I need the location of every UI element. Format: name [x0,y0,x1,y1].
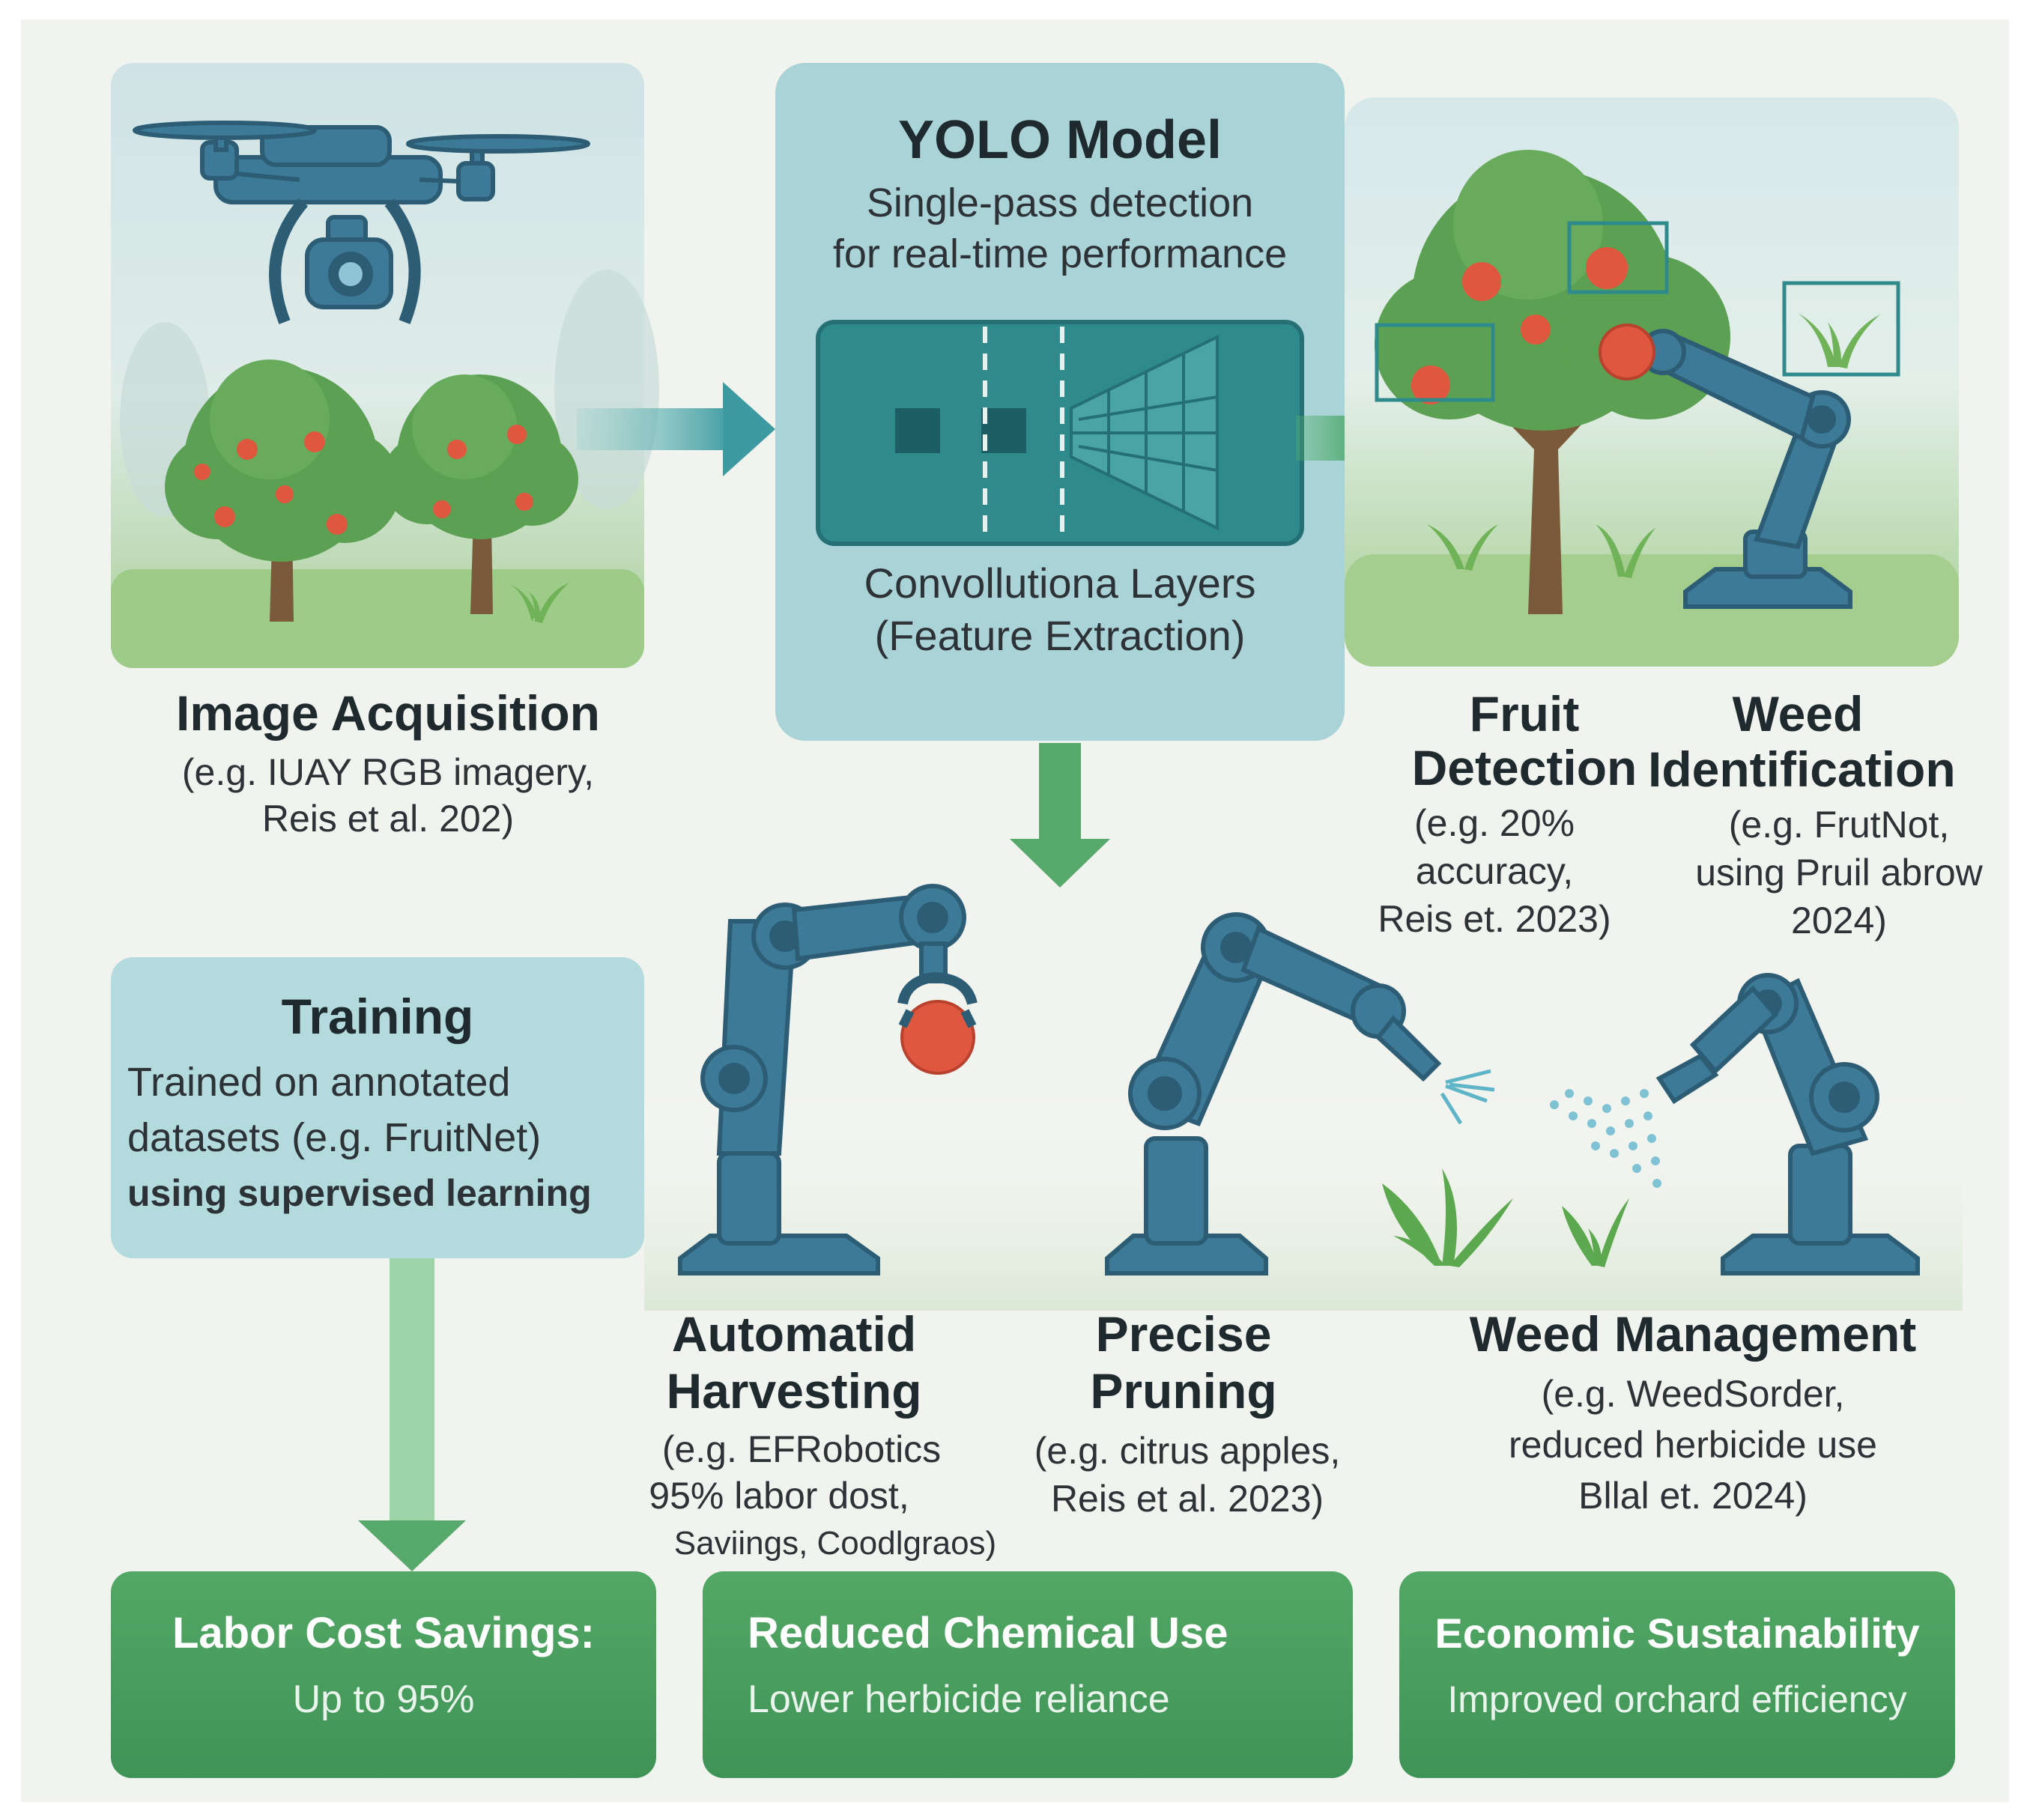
conv-layers-block [816,320,1304,546]
fruit-detection-detail-line1: (e.g. 20% [1414,802,1575,844]
sprayer-icon [1440,1069,1495,1125]
weed-management-title: Weed Management [1469,1306,1917,1362]
outcome-card-economic: Economic Sustainability Improved orchard… [1399,1571,1955,1778]
pruning-detail-line1: (e.g. citrus apples, [1034,1430,1341,1472]
outcome-title: Economic Sustainability [1434,1610,1920,1657]
conv-layers-label: Convollutiona Layers [864,559,1256,607]
robot-arm-icon [1655,973,1920,1275]
gripper-icon [1599,324,1655,380]
yolo-subtitle-line2: for real-time performance [832,231,1288,276]
acquisition-title: Image Acquisition [176,685,600,741]
outcome-card-chemical: Reduced Chemical Use Lower herbicide rel… [703,1571,1353,1778]
weed-icon [1427,524,1498,571]
arrow-icon [358,1258,466,1571]
acquisition-detail-line1: (e.g. IUAY RGB imagery, [181,751,595,793]
detection-scene [1345,97,1959,667]
weed-identification-detail-line2: using Pruil abrow [1695,852,1983,894]
pruning-title-line1: Precise [1095,1306,1272,1362]
training-line3: using supervised learning [127,1172,592,1214]
arrow-icon [577,382,775,476]
robot-arm-icon [1105,912,1442,1275]
fruit-detection-detail-line3: Reis et. 2023) [1378,898,1611,940]
training-line1: Trained on annotated [127,1060,511,1105]
tree-icon [382,374,578,614]
harvesting-title-line2: Harvesting [666,1363,922,1419]
weed-identification-title-line1: Weed [1732,686,1864,741]
weed-icon [1596,524,1655,578]
outcome-title: Labor Cost Savings: [172,1609,595,1657]
bounding-box-icon [1567,221,1669,294]
bounding-box-icon [1782,281,1900,377]
arrow-icon [1010,743,1110,888]
outcome-subtitle: Improved orchard efficiency [1447,1678,1907,1720]
camera-icon [305,237,393,309]
yolo-subtitle-line1: Single-pass detection [866,181,1254,225]
weed-icon [1562,1198,1629,1267]
training-title: Training [281,989,474,1044]
weed-management-detail-line2: reduced herbicide use [1509,1424,1877,1466]
weed-icon [509,583,569,623]
outcome-card-labor: Labor Cost Savings: Up to 95% [111,1571,656,1778]
fruit-detection-title-line1: Fruit [1469,686,1580,741]
weed-icon [1382,1168,1513,1267]
weed-management-detail-line3: Bllal et. 2024) [1578,1475,1808,1517]
harvesting-detail-line1: (e.g. EFRobotics [661,1428,942,1470]
pruning-title-line2: Pruning [1090,1363,1277,1419]
acquisition-scene [111,63,659,668]
yolo-title: YOLO Model [898,110,1222,170]
fruit-detection-detail-line2: accuracy, [1415,850,1574,892]
training-panel [111,957,644,1258]
weed-identification-detail-line1: (e.g. FrutNot, [1728,804,1950,846]
drone-icon [133,121,590,324]
bounding-box-icon [1375,323,1495,402]
robot-arm-icon [1640,329,1852,609]
harvesting-detail-line2: 95% labor dost, [649,1475,909,1517]
pruning-detail-line2: Reis et al. 2023) [1050,1478,1324,1520]
training-line2: datasets (e.g. FruitNet) [127,1115,542,1160]
ground-mist [644,1086,1963,1311]
tree-icon [165,360,401,622]
outcome-title: Reduced Chemical Use [748,1609,1228,1657]
weed-icon [1798,313,1880,368]
sprayer-icon [1550,1089,1661,1188]
gripper-icon [897,971,978,1075]
yolo-panel [775,63,1345,741]
harvesting-title-line1: Automatid [671,1306,917,1362]
harvesting-detail-line3: Saviings, Coodlgraos) [673,1525,997,1562]
weed-management-detail-line1: (e.g. WeedSorder, [1541,1373,1845,1415]
fruit-detection-title-line2: Detection [1411,740,1637,795]
weed-identification-detail-line3: 2024) [1791,900,1887,941]
outcome-subtitle: Up to 95% [292,1678,475,1721]
weed-identification-title-line2: Identification [1648,741,1956,797]
outcome-subtitle: Lower herbicide reliance [748,1678,1170,1721]
conv-layers-sublabel: (Feature Extraction) [874,612,1246,659]
acquisition-detail-line2: Reis et al. 202) [261,798,515,840]
